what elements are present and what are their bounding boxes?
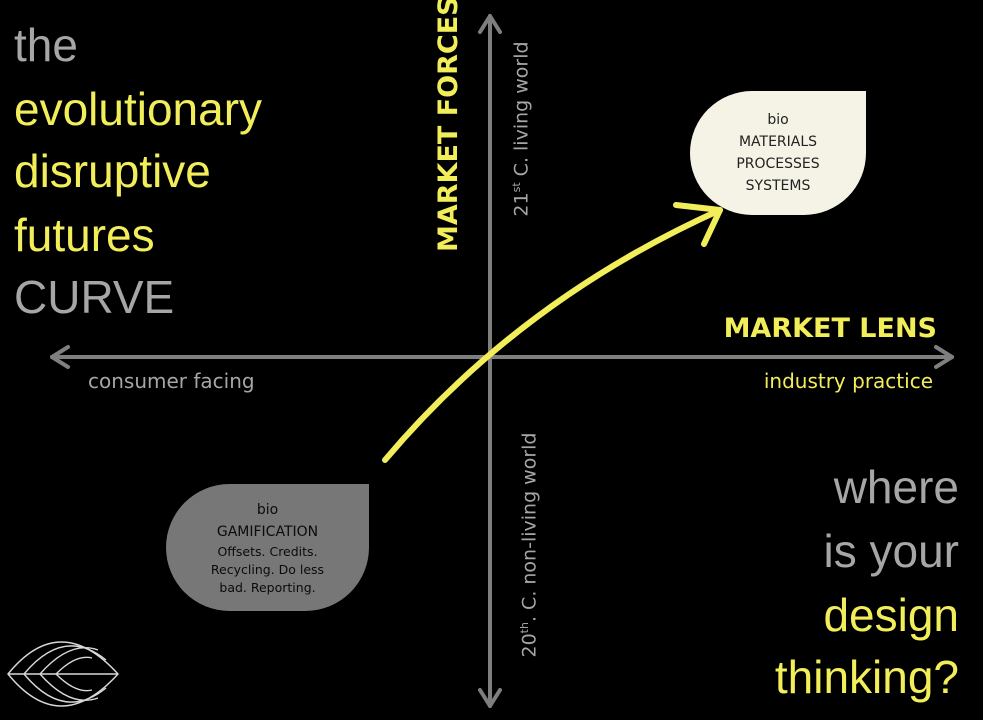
- century-number: 21: [510, 192, 533, 217]
- market-lens-label: MARKET LENS: [723, 313, 937, 344]
- vertical-axis: [478, 14, 502, 708]
- question-line: thinking?: [774, 651, 959, 703]
- title-line: disruptive: [14, 145, 211, 197]
- living-world-text: C. living world: [510, 41, 533, 183]
- consumer-facing-label: consumer facing: [88, 369, 255, 393]
- node-line: PROCESSES: [736, 156, 820, 172]
- question-line: design: [823, 589, 959, 641]
- leaf-logo-icon: [7, 641, 119, 707]
- horizontal-axis: [50, 345, 954, 369]
- bio-gamification-node: bio GAMIFICATION Offsets. Credits. Recyc…: [166, 484, 369, 611]
- non-living-world-label: 20th. C. non-living world: [513, 425, 541, 665]
- node-line: bio: [767, 112, 789, 128]
- title-line: futures: [14, 209, 155, 261]
- century-number: 20: [518, 633, 541, 658]
- living-world-label: 21st C. living world: [505, 34, 533, 224]
- evolution-curve-arrow: [382, 202, 723, 463]
- node-line: MATERIALS: [738, 134, 818, 150]
- node-line: Offsets. Credits.: [217, 543, 318, 559]
- title-line: CURVE: [14, 271, 175, 323]
- node-line: SYSTEMS: [745, 178, 811, 194]
- century-suffix: th: [518, 622, 531, 634]
- node-line: bad. Reporting.: [219, 579, 316, 595]
- title-line: evolutionary: [14, 83, 263, 135]
- node-line: bio: [256, 501, 279, 518]
- non-living-world-text: . C. non-living world: [518, 432, 541, 623]
- title-line: the: [14, 19, 78, 71]
- industry-practice-label: industry practice: [763, 369, 933, 393]
- node-line: GAMIFICATION: [216, 523, 319, 540]
- node-line: Recycling. Do less: [210, 561, 325, 577]
- bio-materials-node: bio MATERIALS PROCESSES SYSTEMS: [690, 91, 866, 215]
- century-suffix: st: [510, 182, 523, 193]
- market-forces-label: MARKET FORCES: [433, 0, 464, 252]
- question-line: where: [833, 461, 959, 513]
- question-line: is your: [823, 525, 959, 577]
